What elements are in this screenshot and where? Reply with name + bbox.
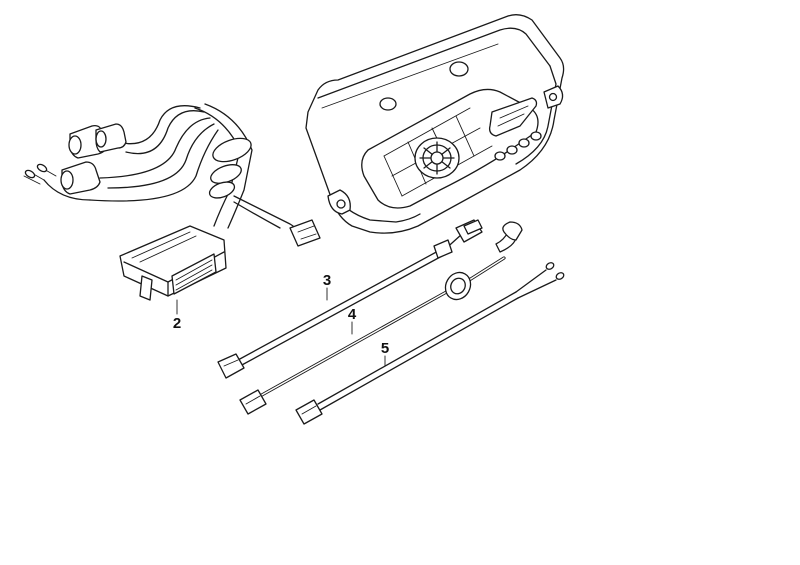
callout-5: 5 [381, 340, 389, 367]
cable-part-4 [239, 221, 523, 415]
callout-label: 2 [173, 315, 181, 332]
plug-connector [239, 389, 267, 415]
resistor-cap [95, 123, 127, 153]
callout-2: 2 [173, 299, 181, 332]
multi-pin-connector [119, 225, 227, 301]
resistor-cap [60, 161, 101, 195]
callout-label: 3 [323, 272, 331, 289]
callout-label: 5 [381, 340, 389, 357]
callout-3: 3 [323, 272, 331, 301]
plug-connector [295, 399, 323, 425]
cable-part-5 [295, 262, 565, 425]
flat-plug-connector [455, 219, 483, 243]
small-plug-connector [289, 219, 321, 247]
plug-connector [217, 353, 245, 379]
cable-part-3 [217, 219, 483, 379]
control-unit-housing [305, 14, 565, 234]
callout-4: 4 [348, 306, 357, 335]
callout-label: 4 [348, 306, 357, 323]
rubber-grommet [444, 271, 472, 301]
wiring-harness-part-2 [23, 103, 321, 301]
angled-antenna-connector [495, 221, 523, 253]
